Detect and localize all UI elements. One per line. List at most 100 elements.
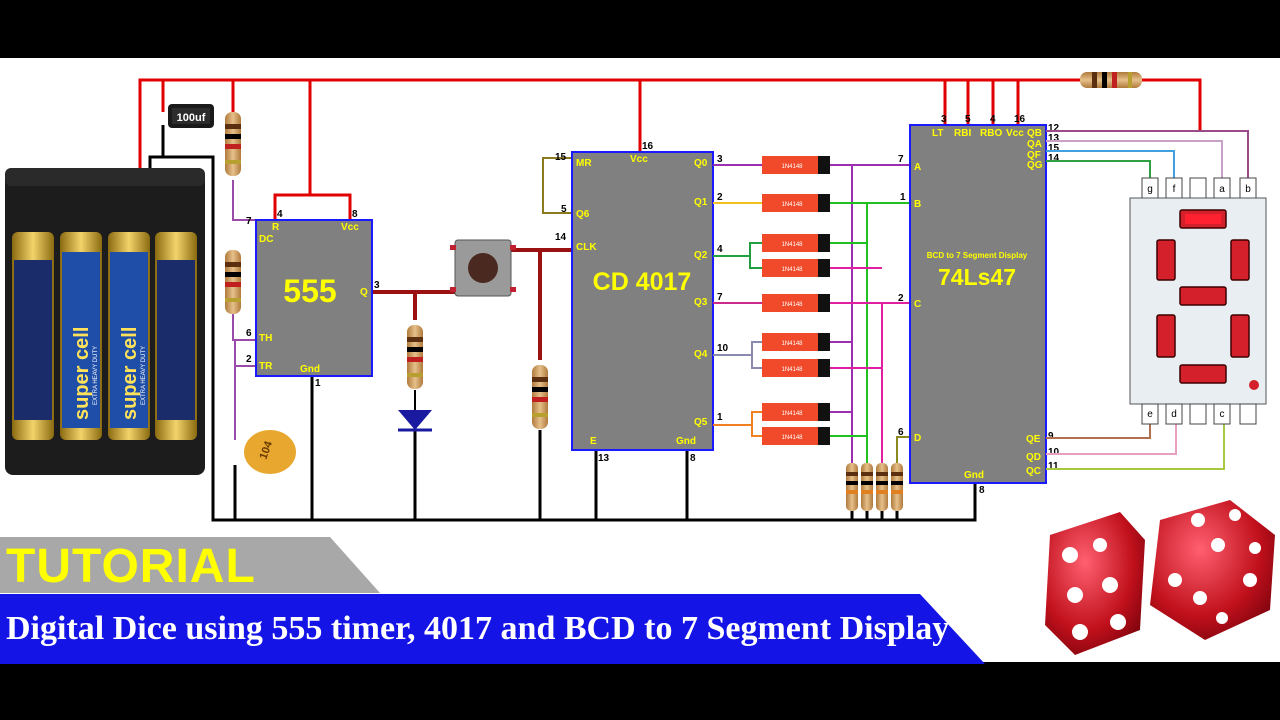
pin-label: Gnd: [300, 364, 320, 375]
pin-number: 3: [941, 114, 947, 125]
pin-g: g: [1147, 184, 1153, 195]
pin-label: Q2: [694, 250, 708, 261]
battery: [108, 232, 150, 440]
pin-e: e: [1147, 409, 1153, 420]
ic-74ls47-name: 74Ls47: [938, 264, 1016, 290]
battery-pack: super cell super cell EXTRA HEAVY DUTY E…: [5, 168, 205, 475]
resistor: [532, 365, 548, 429]
pin-number: 16: [642, 141, 654, 152]
diode-symbol: [398, 390, 432, 432]
pin-number: 9: [1048, 431, 1054, 442]
pin-number: 5: [965, 114, 971, 125]
pin-number: 4: [990, 114, 996, 125]
resistor: [1080, 72, 1142, 88]
battery: [12, 232, 54, 440]
pin-number: 7: [717, 292, 723, 303]
pulldown-resistors: [846, 463, 903, 511]
pin-label: Gnd: [676, 436, 696, 447]
diode-1n4148: 1N4148: [762, 234, 830, 252]
pin-number: 12: [1048, 123, 1060, 134]
pin-f: f: [1173, 184, 1176, 195]
pin-label: QC: [1026, 466, 1041, 477]
resistor: [876, 463, 888, 511]
pin-label: Q1: [694, 197, 708, 208]
pin-c: c: [1220, 409, 1225, 420]
battery: [155, 232, 197, 440]
battery-brand: super cell: [71, 327, 93, 420]
pin-label: Gnd: [964, 470, 984, 481]
pin-number: 4: [277, 209, 283, 220]
battery-subtitle: EXTRA HEAVY DUTY: [93, 346, 99, 405]
battery: [60, 232, 102, 440]
pin-number: 13: [1048, 133, 1060, 144]
pin-number: 7: [246, 216, 252, 227]
title-banner: [0, 594, 985, 664]
pin-number: 15: [555, 152, 567, 163]
diode-label: 1N4148: [781, 341, 803, 347]
diode-1n4148: 1N4148: [762, 333, 830, 351]
resistor: [225, 112, 241, 176]
pin-label: Q6: [576, 209, 590, 220]
ic-cd4017: CD 4017 MR Vcc Q6 CLK E Gnd Q0 Q1 Q2 Q3 …: [555, 141, 729, 464]
diode-label: 1N4148: [781, 267, 803, 273]
pin-number: 7: [898, 154, 904, 165]
pin-label: Vcc: [1006, 128, 1024, 139]
tutorial-label: TUTORIAL: [6, 540, 256, 593]
pin-label: Vcc: [630, 154, 648, 165]
pin-label: Q4: [694, 349, 708, 360]
pin-b: b: [1245, 184, 1251, 195]
pin-number: 11: [1048, 461, 1059, 472]
pin-number: 2: [717, 192, 723, 203]
pin-label: CLK: [576, 242, 597, 253]
pin-a: a: [1219, 184, 1225, 195]
ic-555: 555 DC R Vcc Q TH TR Gnd 7 4 8 3 6 2 1: [246, 209, 380, 389]
pin-number: 8: [979, 485, 985, 496]
reset-wire: [542, 157, 572, 214]
pin-label: C: [914, 299, 921, 310]
die: [1150, 500, 1275, 640]
seven-segment-display: g f a b e d c: [1129, 177, 1267, 425]
pin-label: QA: [1027, 139, 1042, 150]
diode-1n4148: 1N4148: [762, 427, 830, 445]
pin-label: TR: [259, 361, 273, 372]
diode-1n4148: 1N4148: [762, 156, 830, 174]
resistor: [846, 463, 858, 511]
pin-label: LT: [932, 128, 943, 139]
ic-74ls47: BCD to 7 Segment Display 74Ls47 LT RBI R…: [898, 114, 1060, 496]
electrolytic-capacitor: 100uf: [168, 104, 214, 128]
battery-brand: super cell: [119, 327, 141, 420]
pin-label: RBI: [954, 128, 971, 139]
pin-number: 8: [690, 453, 696, 464]
pin-number: 15: [1048, 143, 1060, 154]
resistor: [225, 250, 241, 314]
pin-number: 4: [717, 244, 723, 255]
pin-d: d: [1171, 409, 1177, 420]
capacitor-label: 100uf: [177, 112, 206, 124]
video-title: Digital Dice using 555 timer, 4017 and B…: [6, 610, 950, 647]
push-button[interactable]: [450, 239, 516, 297]
pin-label: R: [272, 222, 280, 233]
ic-555-name: 555: [283, 273, 336, 309]
pin-label: QB: [1027, 128, 1042, 139]
pin-number: 2: [246, 354, 252, 365]
pin-label: MR: [576, 158, 592, 169]
pin-number: 5: [561, 204, 567, 215]
resistor: [407, 325, 423, 389]
pin-number: 14: [555, 232, 567, 243]
display-bottom-pins: e d c: [1141, 403, 1257, 425]
pin-number: 13: [598, 453, 610, 464]
circuit-schematic: super cell super cell EXTRA HEAVY DUTY E…: [5, 72, 1275, 655]
diode-wiring: [713, 164, 910, 465]
pin-label: A: [914, 162, 921, 173]
diode-1n4148: 1N4148: [762, 359, 830, 377]
pin-label: Q5: [694, 417, 708, 428]
pin-number: 3: [717, 154, 723, 165]
diode-label: 1N4148: [781, 367, 803, 373]
pin-number: 1: [315, 378, 321, 389]
vcc-rail: [138, 78, 1202, 220]
die: [1045, 512, 1145, 655]
diode-label: 1N4148: [781, 411, 803, 417]
clock-wires: [372, 248, 572, 360]
pin-label: E: [590, 436, 597, 447]
dice-image: [1045, 500, 1275, 655]
